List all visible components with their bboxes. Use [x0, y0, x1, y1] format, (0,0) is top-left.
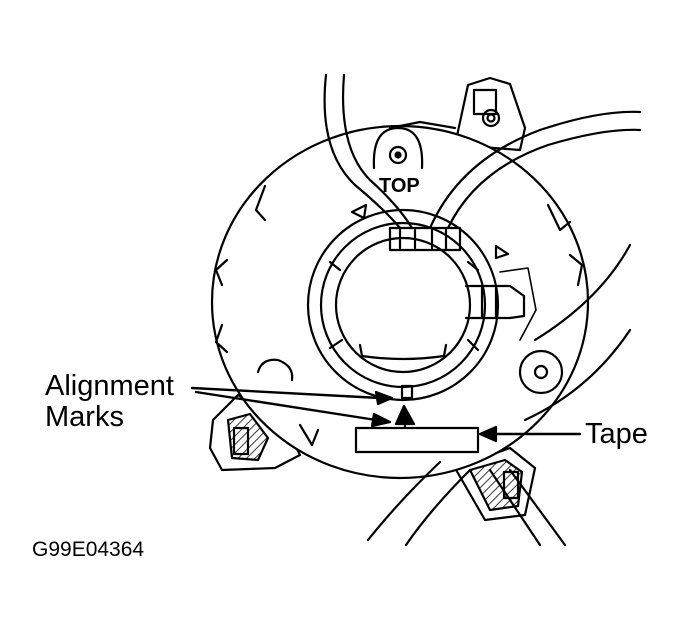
bore-lower-arc [358, 343, 448, 361]
alignment-mark-rotor [400, 384, 414, 400]
alignment-marks-label-line2: Marks [45, 401, 124, 433]
top-connector [388, 226, 462, 252]
housing-edge-notches [214, 120, 584, 447]
tape-arrowhead [478, 425, 498, 443]
triangle-mark-right [494, 244, 510, 260]
right-post [518, 349, 564, 395]
rotor-bore [334, 236, 472, 374]
rotor-outer-ring [306, 208, 500, 402]
alignment-arrowhead-rotor [374, 390, 394, 406]
side-connector [464, 267, 537, 341]
top-marking: TOP [379, 175, 420, 197]
triangle-mark-left [350, 203, 368, 220]
alignment-marks-label-line1: Alignment [45, 370, 174, 402]
figure-id: G99E04364 [32, 538, 145, 561]
upper-right-mounting-tab [453, 76, 527, 152]
rotor-spokes [328, 260, 480, 352]
tape-label: Tape [585, 418, 648, 450]
left-post [256, 358, 294, 382]
wiring-harness [323, 73, 642, 547]
alignment-arrowhead-housing [370, 412, 392, 428]
alignment-leader-lines [190, 386, 382, 422]
top-post [372, 126, 424, 170]
tape-strip [354, 426, 480, 454]
